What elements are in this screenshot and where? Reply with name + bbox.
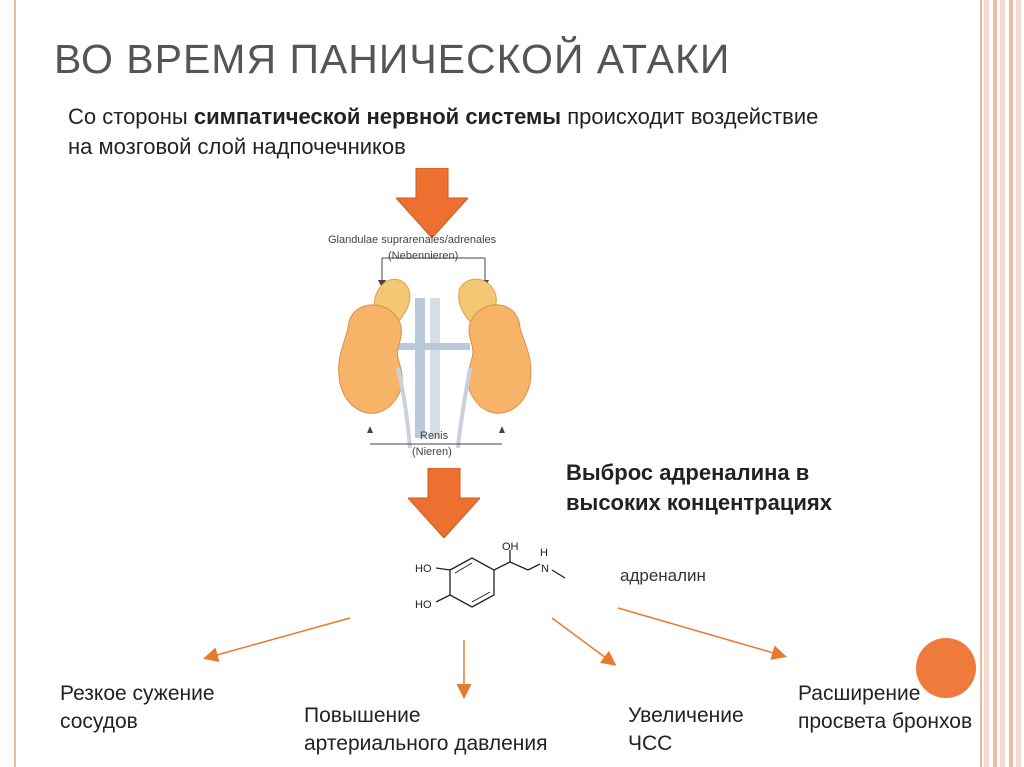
effect-bronchi: Расширение просвета бронхов — [798, 680, 972, 736]
effect-line: сосудов — [60, 710, 138, 733]
intro-text: Со стороны симпатической нервной системы… — [68, 102, 828, 162]
slide-border — [14, 0, 982, 767]
ho-label-bottom: HO — [415, 599, 432, 611]
gland-sublabel: (Nebennieren) — [388, 250, 459, 262]
decorative-circle — [916, 638, 976, 698]
effect-line: Расширение — [798, 682, 921, 705]
down-arrow-icon — [408, 468, 480, 538]
gland-label: Glandulae suprarenales/adrenales — [328, 234, 497, 246]
adrenaline-molecule: HO HO OH H N — [415, 541, 566, 611]
effect-line: ЧСС — [628, 732, 673, 755]
effect-heartrate: Увеличение ЧСС — [628, 702, 744, 758]
h-label: H — [540, 547, 548, 559]
decorative-stripes — [984, 0, 1024, 767]
oh-label: OH — [502, 541, 519, 553]
arrow-to-vessels — [203, 617, 351, 663]
effect-line: артериального давления — [304, 732, 548, 755]
intro-bold: симпатической нервной системы — [193, 104, 562, 129]
down-arrow-icon — [396, 168, 468, 238]
arrow-to-bronchi — [617, 607, 787, 660]
slide-title: ВО ВРЕМЯ ПАНИЧЕСКОЙ АТАКИ — [54, 36, 731, 82]
intro-part1: Со стороны — [68, 104, 194, 129]
ho-label-top: HO — [415, 563, 432, 575]
renal-label: Renis — [420, 430, 449, 442]
effect-line: Резкое сужение — [60, 682, 215, 705]
adrenaline-label: адреналин — [620, 566, 706, 585]
kidneys-illustration — [338, 257, 532, 449]
effect-line: Повышение — [304, 704, 421, 727]
effect-line: просвета бронхов — [798, 710, 973, 733]
arrow-to-heartrate — [551, 617, 617, 666]
intro-part2: происходит воздействие на мозговой слой … — [68, 104, 819, 159]
n-label: N — [541, 563, 549, 575]
effect-pressure: Повышение артериального давления — [304, 702, 547, 758]
effect-vessels: Резкое сужение сосудов — [60, 680, 215, 736]
release-text: Выброс адреналина в высоких концентрация… — [566, 460, 832, 515]
effect-arrows — [203, 607, 787, 699]
renal-sublabel: (Nieren) — [412, 446, 452, 458]
effect-line: Увеличение — [628, 704, 744, 727]
